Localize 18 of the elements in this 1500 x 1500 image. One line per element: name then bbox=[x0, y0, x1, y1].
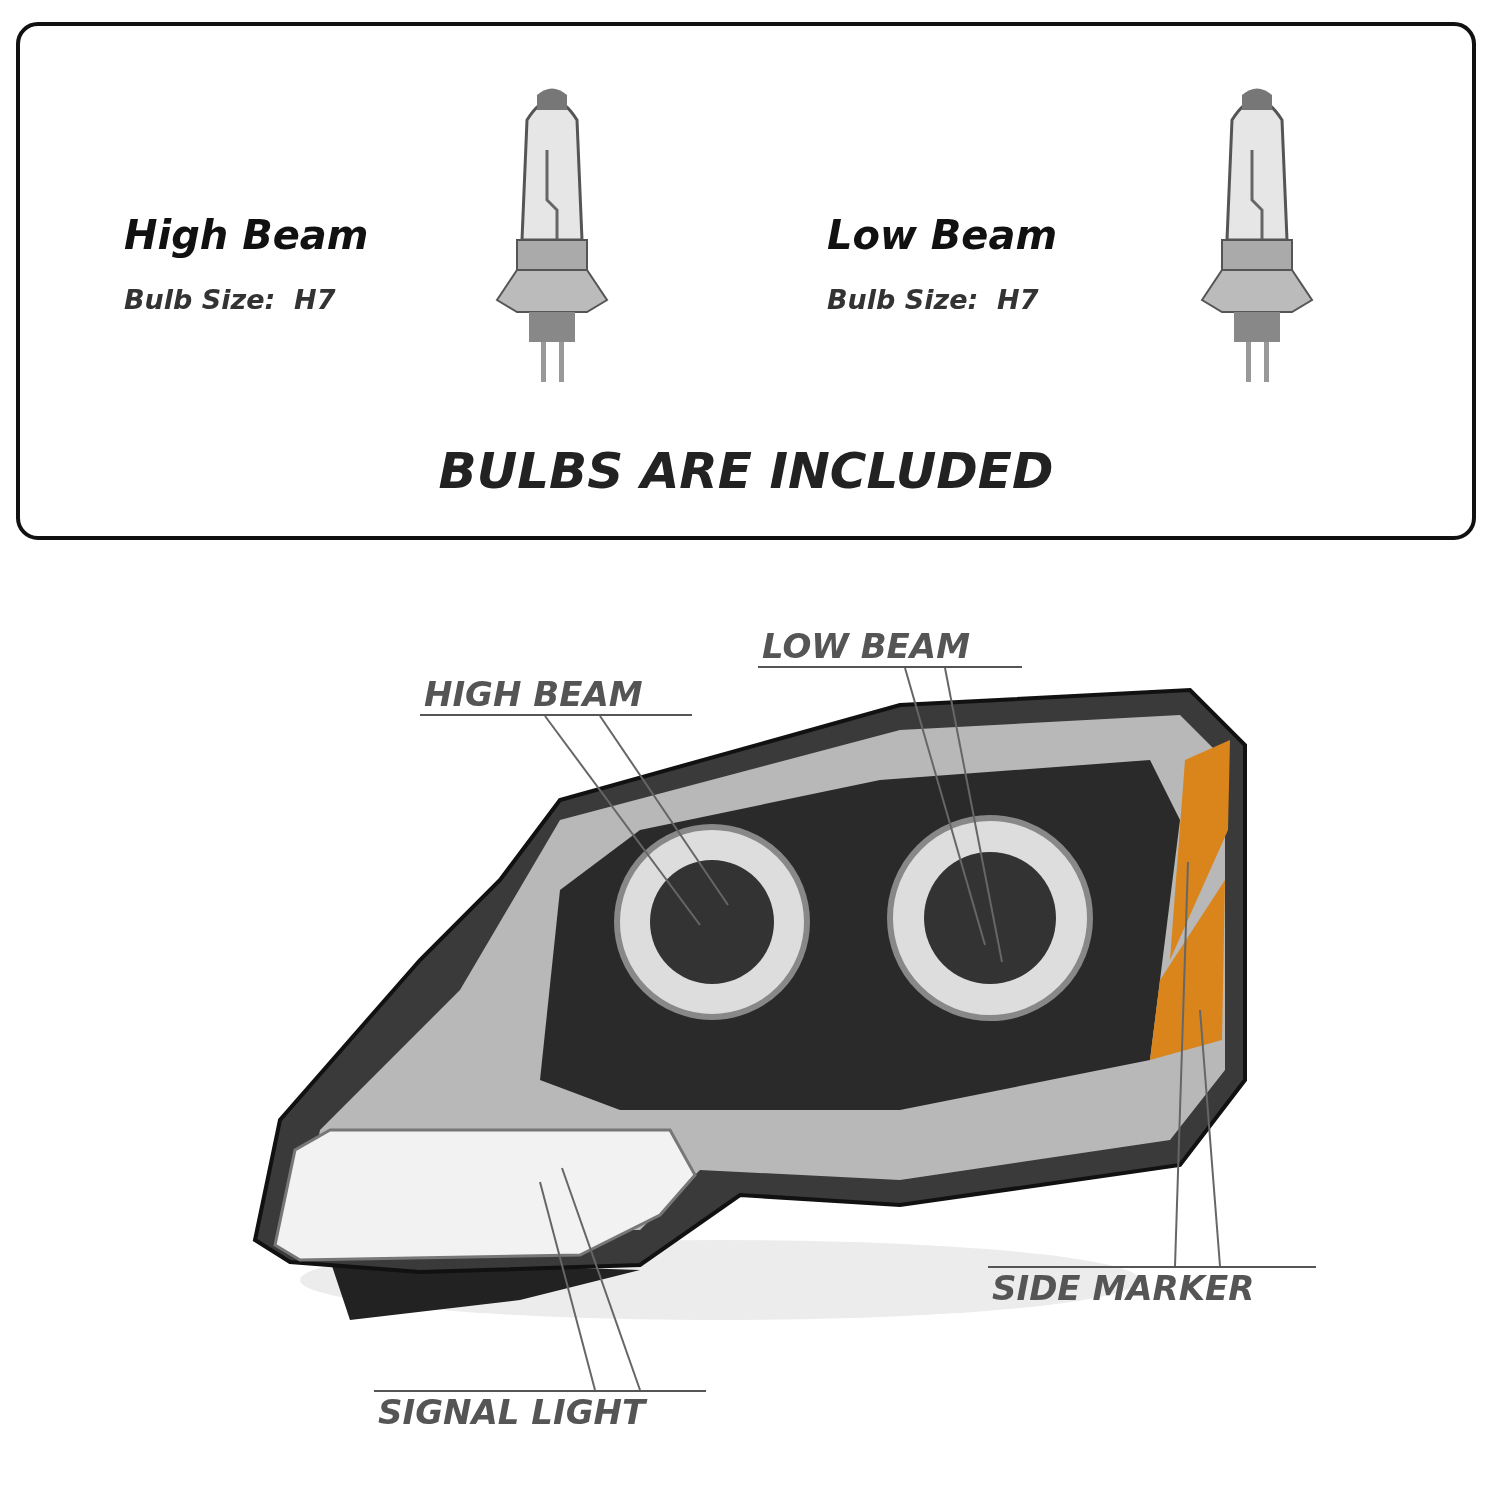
callout-label: LOW BEAM bbox=[758, 626, 1022, 668]
callout-label: SIDE MARKER bbox=[988, 1266, 1316, 1308]
callout-label: SIGNAL LIGHT bbox=[374, 1390, 706, 1432]
bulb-size-text: Bulb Size: H7 bbox=[827, 284, 1039, 315]
leader-line bbox=[944, 667, 1003, 963]
leader-line bbox=[599, 715, 729, 906]
bulb-heading: Low Beam bbox=[827, 212, 1058, 258]
leader-line bbox=[1174, 861, 1189, 1267]
leader-line bbox=[1199, 1009, 1221, 1267]
bulb-size-text: Bulb Size: H7 bbox=[124, 284, 336, 315]
leader-line bbox=[539, 1181, 596, 1391]
info-panel bbox=[16, 22, 1476, 540]
leader-line bbox=[904, 667, 986, 946]
leader-line bbox=[561, 1167, 641, 1391]
bulb-heading: High Beam bbox=[124, 212, 369, 258]
callout-label: HIGH BEAM bbox=[420, 674, 692, 716]
included-text: BULBS ARE INCLUDED bbox=[437, 442, 1055, 500]
leader-line bbox=[544, 715, 701, 926]
